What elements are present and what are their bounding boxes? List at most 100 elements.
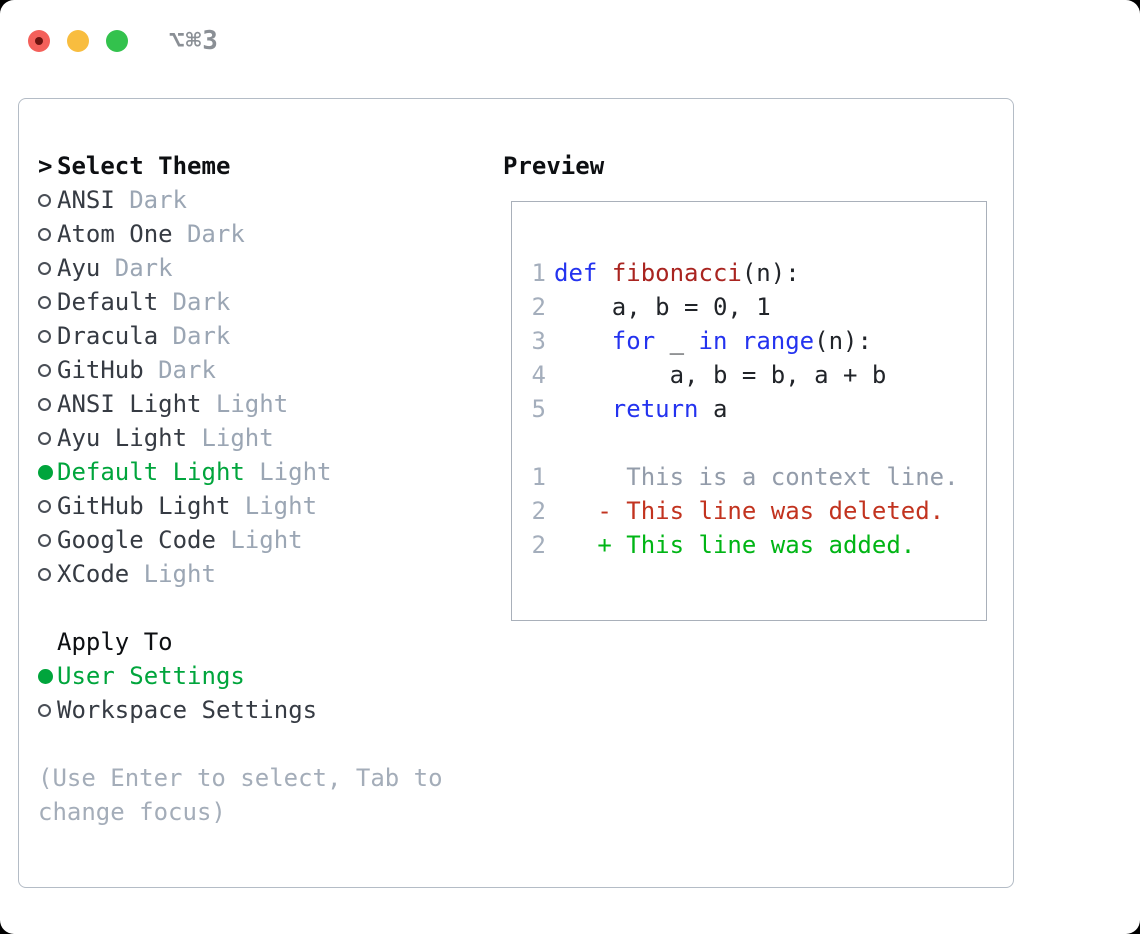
theme-option[interactable]: Default Light Light [38,455,478,489]
code-line [531,426,986,460]
theme-variant-tag: Dark [158,356,216,384]
modified-dot-icon [35,37,43,45]
theme-option[interactable]: Atom One Dark [38,217,478,251]
theme-option[interactable]: Ayu Light Light [38,421,478,455]
radio-marker [38,295,57,309]
radio-icon [38,363,51,377]
theme-option[interactable]: Google Code Light [38,523,478,557]
select-theme-header: > Select Theme [38,149,478,183]
zoom-button[interactable] [106,30,128,52]
theme-variant-tag: Light [230,526,303,554]
theme-option[interactable]: Dracula Dark [38,319,478,353]
code-line: 2 - This line was deleted. [531,494,986,528]
token-plain [727,327,741,355]
theme-option[interactable]: GitHub Dark [38,353,478,387]
token-plain: _ [655,327,699,355]
theme-name: GitHub [57,356,144,384]
code-line: 2 + This line was added. [531,528,986,562]
radio-icon [38,464,53,480]
apply-to-option[interactable]: User Settings [38,659,478,693]
token-kw: in [698,327,728,355]
token-plain: a, b = b, a + b [554,361,887,389]
preview-title: Preview [503,152,605,180]
radio-marker [38,431,57,445]
radio-marker [38,499,57,513]
radio-icon [38,295,51,309]
radio-marker [38,227,57,241]
radio-icon [38,431,51,445]
line-number: 3 [531,327,546,355]
token-add: + This line was added. [554,531,916,559]
radio-icon [38,227,51,241]
line-number: 1 [531,463,546,491]
theme-name: ANSI [57,186,115,214]
theme-option[interactable]: ANSI Dark [38,183,478,217]
theme-variant-tag: Light [201,424,274,452]
token-plain: (n): [741,259,800,287]
window-title: ⌥⌘3 [169,26,219,56]
theme-variant-tag: Light [215,390,289,418]
titlebar: ⌥⌘3 [28,26,219,56]
theme-picker-left-column: > Select Theme ANSI Dark Atom One Dark A… [38,149,478,829]
theme-option[interactable]: GitHub Light Light [38,489,478,523]
theme-list: ANSI Dark Atom One Dark Ayu Dark Default… [38,183,478,591]
line-number: 2 [531,531,546,559]
radio-marker [38,397,57,411]
theme-option[interactable]: Default Dark [38,285,478,319]
code-line: 2 a, b = 0, 1 [531,290,986,324]
line-number: 5 [531,395,546,423]
theme-name: Default Light [57,458,245,486]
theme-option[interactable]: XCode Light [38,557,478,591]
theme-name: Ayu Light [57,424,188,452]
token-plain: a [698,395,728,423]
token-del: - This line was deleted. [554,497,945,525]
theme-picker-panel: > Select Theme ANSI Dark Atom One Dark A… [18,98,1014,888]
theme-variant-tag: Light [244,492,318,520]
spacer [38,727,478,761]
radio-marker [38,567,57,581]
code-line: 1 This is a context line. [531,460,986,494]
code-line: 4 a, b = b, a + b [531,358,986,392]
token-plain [554,327,612,355]
line-number: 4 [531,361,546,389]
theme-name: XCode [57,560,130,588]
minimize-button[interactable] [67,30,89,52]
token-kw: for [611,327,656,355]
apply-to-option[interactable]: Workspace Settings [38,693,478,727]
token-plain: a, b = 0, 1 [554,293,771,321]
theme-option[interactable]: Ayu Dark [38,251,478,285]
token-kw: def [554,259,598,287]
radio-icon [38,329,51,343]
radio-marker [38,668,57,684]
theme-variant-tag: Dark [172,288,231,316]
code-line: 5 return a [531,392,986,426]
theme-variant-tag: Light [259,458,332,486]
radio-icon [38,668,53,684]
radio-marker [38,533,57,547]
theme-option[interactable]: ANSI Light Light [38,387,478,421]
radio-marker [38,329,57,343]
radio-marker [38,261,57,275]
radio-icon [38,567,51,581]
prompt-marker: > [38,149,57,183]
radio-icon [38,261,51,275]
close-button[interactable] [28,30,50,52]
apply-to-label: Workspace Settings [57,696,318,724]
theme-name: Google Code [57,526,216,554]
line-number: 1 [531,259,546,287]
apply-to-header: Apply To [38,625,478,659]
theme-variant-tag: Light [143,560,216,588]
apply-to-label: User Settings [57,662,245,690]
code-line: 3 for _ in range(n): [531,324,986,358]
prompt-icon: > [38,152,53,180]
token-ctx: This is a context line. [554,463,959,491]
theme-variant-tag: Dark [172,322,231,350]
traffic-lights [28,30,145,52]
theme-name: ANSI Light [57,390,202,418]
radio-icon [38,703,51,717]
theme-variant-tag: Dark [114,254,173,282]
